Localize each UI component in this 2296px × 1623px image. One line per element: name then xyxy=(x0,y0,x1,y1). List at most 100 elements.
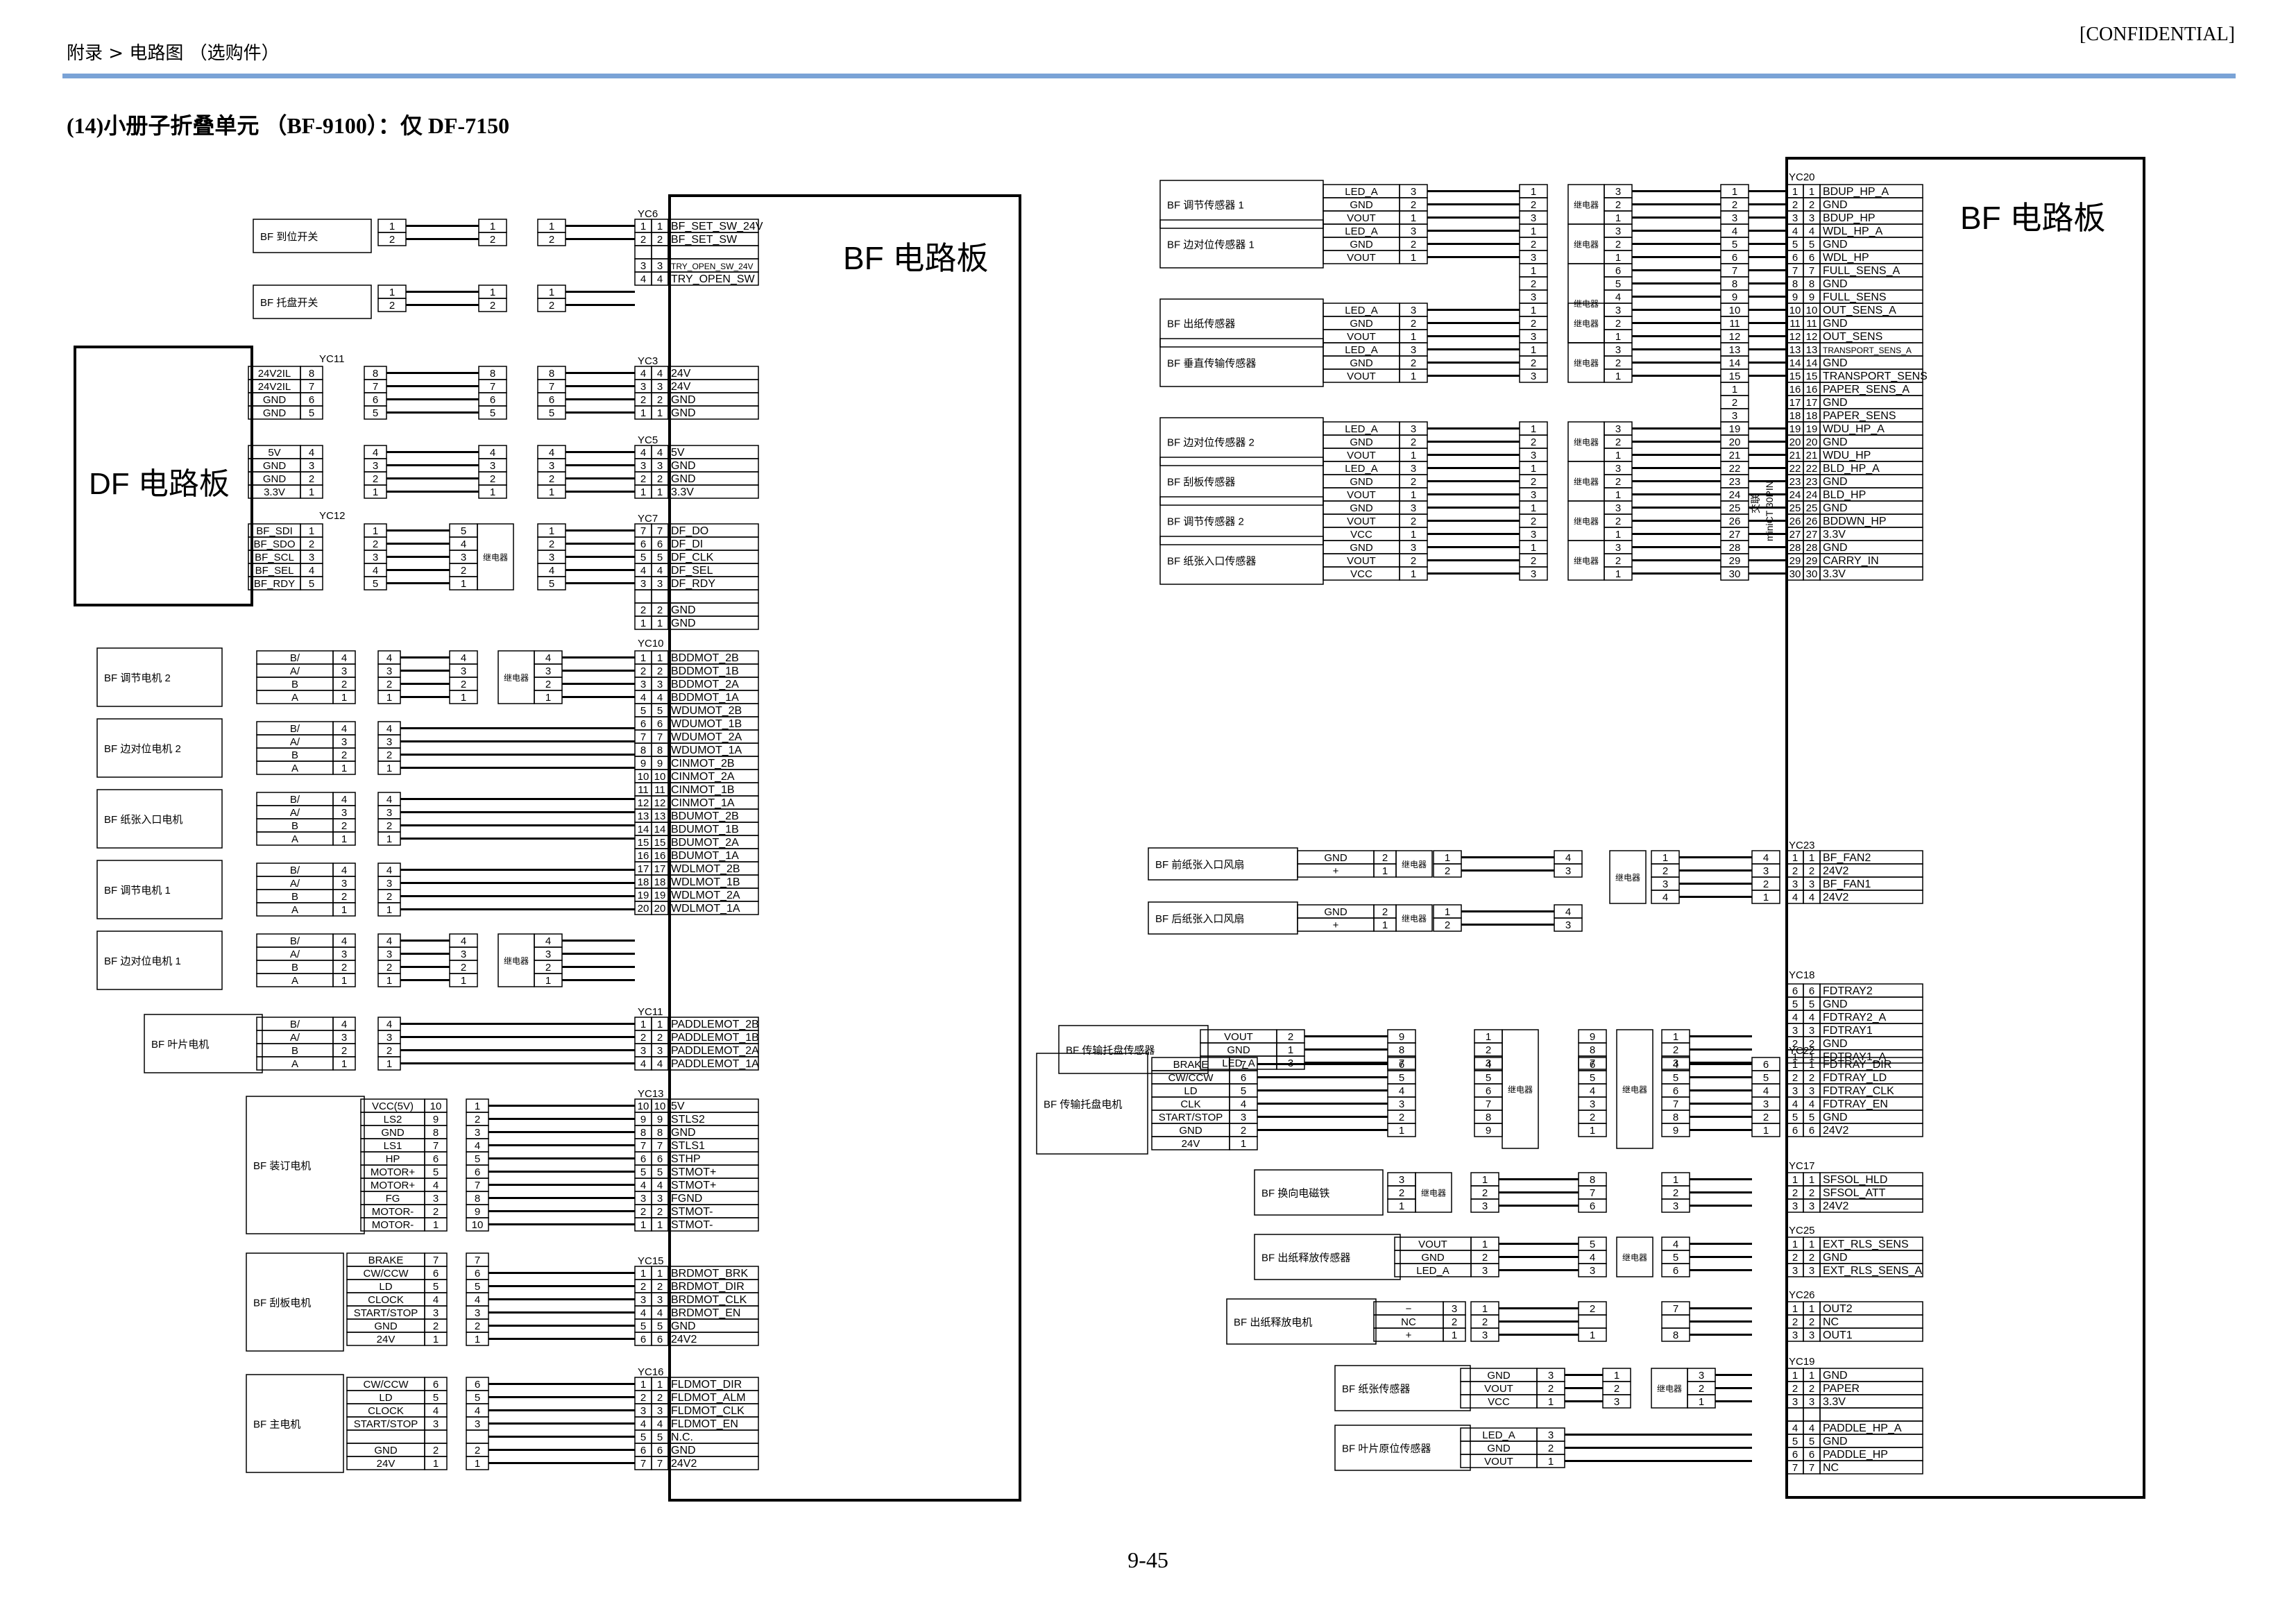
pin-number: 11 xyxy=(1729,318,1740,330)
pin-number: 3 xyxy=(1809,1025,1814,1037)
pin-number: 10 xyxy=(1729,305,1741,316)
connector-cell xyxy=(466,1429,489,1444)
pin-number: 7 xyxy=(657,731,663,743)
pin-number: 2 xyxy=(341,891,347,903)
pin-number: 3 xyxy=(1565,865,1571,877)
signal-name: DF_DI xyxy=(671,538,703,550)
pin-number: 15 xyxy=(638,837,649,849)
pin-number: 1 xyxy=(657,1019,663,1030)
pin-number: 2 xyxy=(1809,1187,1814,1199)
pin-number: 3 xyxy=(475,1418,480,1430)
pin-number: 1 xyxy=(1411,212,1416,224)
pin-number: 5 xyxy=(657,552,663,563)
pin-number: 11 xyxy=(1789,318,1801,330)
signal-name: STMOT- xyxy=(671,1206,713,1218)
pin-number: 1 xyxy=(1809,852,1814,864)
pin-number: 9 xyxy=(433,1114,439,1125)
pin-number: 25 xyxy=(1789,502,1801,514)
pin-number: 7 xyxy=(475,1180,480,1191)
signal-name: B/ xyxy=(290,1019,300,1030)
pin-number: 2 xyxy=(490,473,495,485)
pin-number: 21 xyxy=(1729,450,1741,461)
signal-name: A xyxy=(291,763,298,774)
signal-name: FDTRAY_LD xyxy=(1823,1072,1887,1084)
pin-number: 1 xyxy=(386,763,392,774)
signal-name: BF_SDI xyxy=(256,525,293,537)
pin-number: 3 xyxy=(1792,878,1798,890)
signal-name: VOUT xyxy=(1347,252,1376,264)
pin-number: 3 xyxy=(461,665,466,677)
pin-number: 3 xyxy=(1792,1265,1798,1277)
pin-number: 9 xyxy=(1809,291,1814,303)
signal-name: VOUT xyxy=(1347,331,1376,343)
signal-name: GND xyxy=(1487,1370,1511,1382)
pin-number: 6 xyxy=(657,718,663,730)
pin-number: 1 xyxy=(640,1219,646,1231)
pin-number: 6 xyxy=(475,1166,480,1178)
pin-number: 5 xyxy=(1792,1112,1798,1123)
pin-number: 3 xyxy=(1411,344,1416,356)
wire-note: 交联 xyxy=(1750,494,1761,513)
pin-number: 2 xyxy=(389,300,395,312)
pin-number: 8 xyxy=(657,745,663,756)
pin-number: 14 xyxy=(1729,357,1741,369)
connector-cell xyxy=(300,576,323,590)
signal-name: GND xyxy=(1823,436,1848,448)
pin-number: 2 xyxy=(1590,1303,1595,1315)
signal-name: BF_SET_SW xyxy=(671,234,738,246)
signal-name: GND xyxy=(1823,1370,1848,1382)
pin-number: 5 xyxy=(1241,1085,1246,1097)
pin-number: 4 xyxy=(341,652,347,664)
pin-number: 1 xyxy=(657,618,663,629)
pin-number: 6 xyxy=(1809,1125,1814,1137)
pin-number: 1 xyxy=(490,221,495,232)
pin-number: 2 xyxy=(545,962,551,974)
device-name: BF 出纸传感器 xyxy=(1167,318,1235,330)
device-name: BF 装订电机 xyxy=(253,1160,311,1172)
signal-name: PADDLEMOT_1B xyxy=(671,1032,759,1044)
pin-number: 6 xyxy=(657,1153,663,1165)
pin-number: 1 xyxy=(1531,265,1536,277)
signal-name: CW/CCW xyxy=(1168,1072,1214,1084)
pin-number: 2 xyxy=(1615,555,1621,567)
connector-label: YC3 xyxy=(638,355,658,367)
pin-number: 3 xyxy=(640,679,646,690)
pin-number: 1 xyxy=(475,1334,480,1345)
pin-number: 2 xyxy=(1531,318,1536,330)
signal-name: GND xyxy=(1227,1044,1250,1056)
signal-name: BF_RDY xyxy=(254,578,295,590)
pin-number: 3 xyxy=(1531,371,1536,382)
connector-cell xyxy=(1229,1136,1258,1150)
pin-number: 6 xyxy=(373,394,378,406)
device-name: BF 调节电机 2 xyxy=(104,672,171,684)
pin-number: 2 xyxy=(1531,555,1536,567)
signal-name: TRY_OPEN_SW_24V xyxy=(671,262,754,271)
pin-number: 9 xyxy=(640,1114,646,1125)
pin-number: 20 xyxy=(1729,436,1741,448)
signal-name: LED_A xyxy=(1345,423,1378,435)
pin-number: 5 xyxy=(657,705,663,717)
pin-number: 2 xyxy=(1531,476,1536,488)
pin-number: 4 xyxy=(386,935,392,947)
signal-name: VOUT xyxy=(1347,489,1376,501)
device-name: BF 出纸释放传感器 xyxy=(1261,1252,1350,1264)
pin-number: 1 xyxy=(433,1219,439,1231)
pin-number: 8 xyxy=(475,1193,480,1205)
pin-number: 7 xyxy=(640,1140,646,1152)
relay-label: 继电器 xyxy=(504,956,529,966)
pin-number: 2 xyxy=(1615,436,1621,448)
pin-number: 10 xyxy=(638,1101,649,1112)
relay-label: 继电器 xyxy=(504,673,529,683)
pin-number: 6 xyxy=(1809,985,1814,997)
pin-number: 2 xyxy=(386,820,392,832)
signal-name: GND xyxy=(1823,1252,1848,1264)
relay-box xyxy=(1415,1172,1452,1213)
pin-number: 1 xyxy=(657,1219,663,1231)
pin-number: 1 xyxy=(386,904,392,916)
pin-number: 20 xyxy=(1789,436,1801,448)
pin-number: 22 xyxy=(1729,463,1741,475)
pin-number: 5 xyxy=(1615,278,1621,290)
pin-number: 28 xyxy=(1806,542,1818,554)
pin-number: 30 xyxy=(1729,568,1741,580)
signal-name: PADDLEMOT_1A xyxy=(671,1058,759,1070)
